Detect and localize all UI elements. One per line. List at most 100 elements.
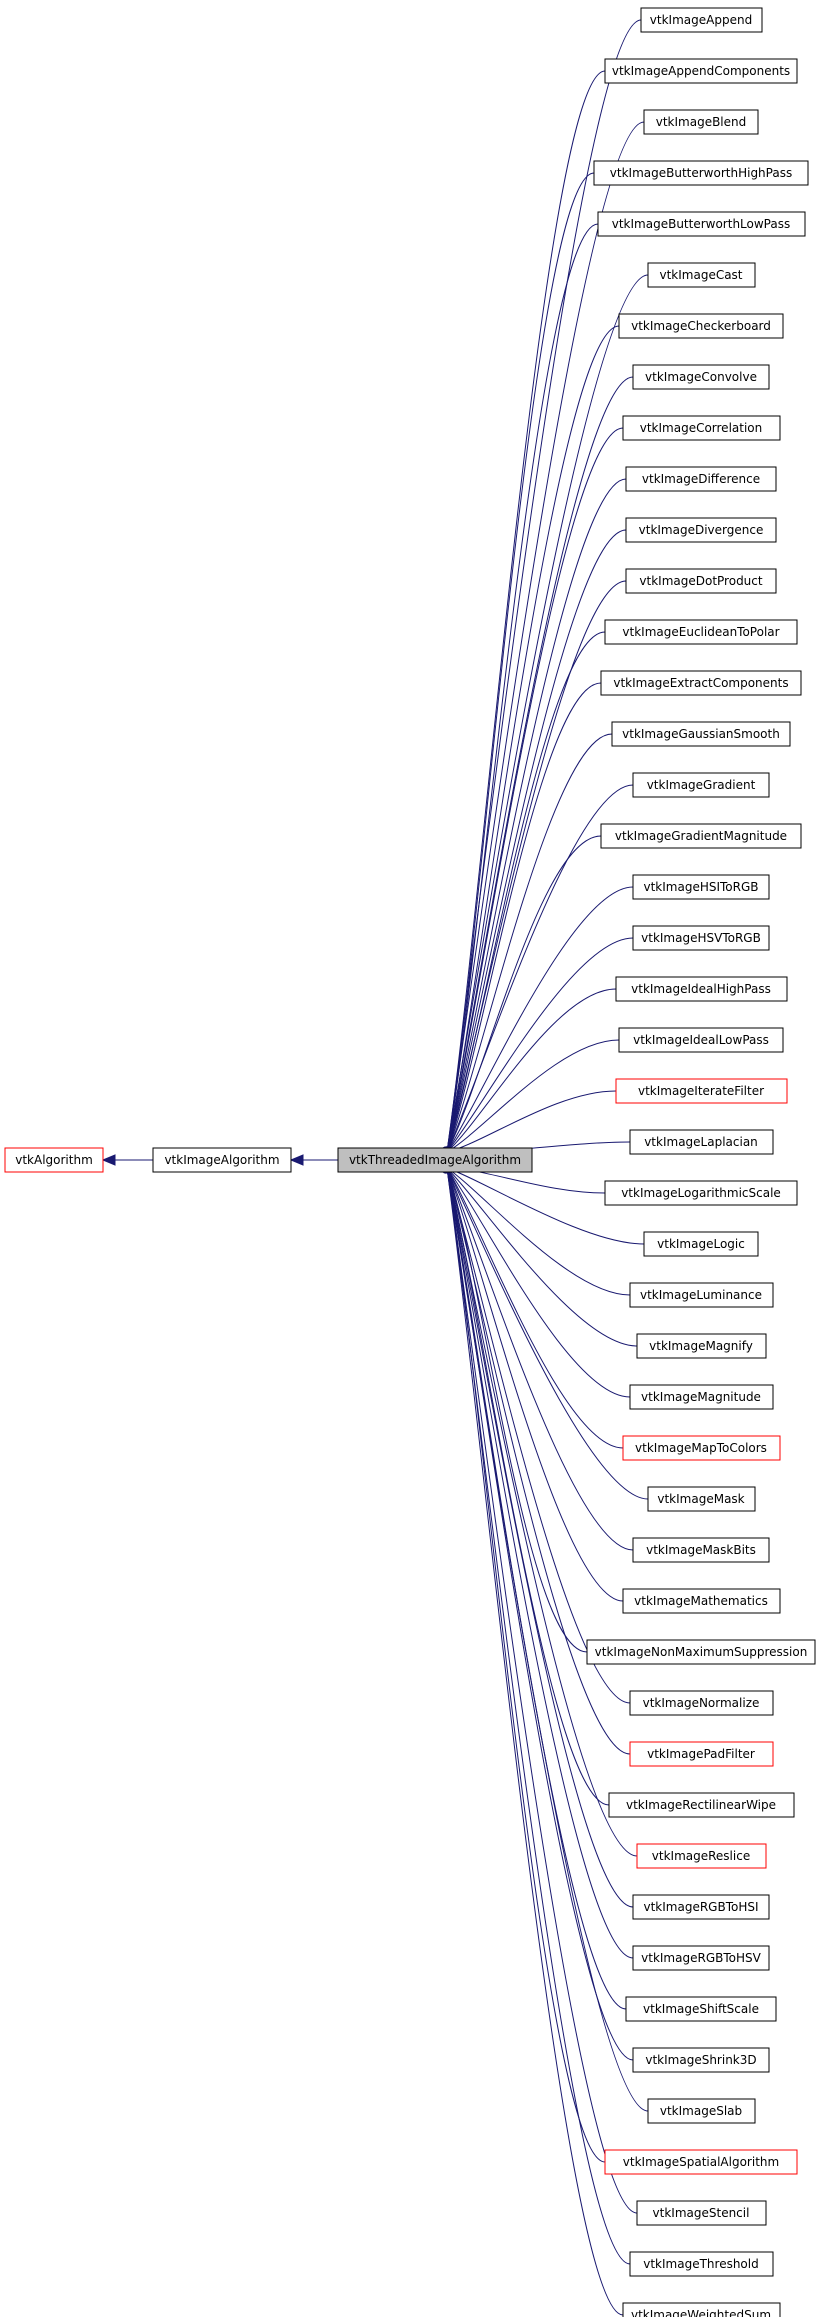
node-label: vtkImageDifference — [642, 472, 760, 486]
inheritance-edge — [437, 1161, 631, 1296]
node-vtkalgorithm[interactable]: vtkAlgorithm — [4, 1147, 104, 1173]
node-vtkimagereslice[interactable]: vtkImageReslice — [636, 1843, 767, 1869]
node-vtkimagegradientmagnitude[interactable]: vtkImageGradientMagnitude — [600, 823, 802, 849]
node-vtkimageappendcomponents[interactable]: vtkImageAppendComponents — [604, 58, 798, 84]
node-label: vtkImageShrink3D — [645, 2053, 756, 2067]
node-vtkimagergbtohsi[interactable]: vtkImageRGBToHSI — [632, 1894, 770, 1920]
node-vtkimagelogic[interactable]: vtkImageLogic — [643, 1231, 759, 1257]
node-label: vtkImageCorrelation — [640, 421, 763, 435]
node-vtkimageidealhighpass[interactable]: vtkImageIdealHighPass — [615, 976, 788, 1002]
inheritance-edge — [441, 172, 595, 1164]
node-label: vtkImageNonMaximumSuppression — [595, 1645, 808, 1659]
node-label: vtkImageMagnify — [649, 1339, 753, 1353]
node-vtkimagedivergence[interactable]: vtkImageDivergence — [625, 517, 777, 543]
node-label: vtkImageDivergence — [639, 523, 764, 537]
node-label: vtkImageRGBToHSI — [643, 1900, 758, 1914]
node-vtkimagehsvtorgb[interactable]: vtkImageHSVToRGB — [632, 925, 770, 951]
node-label: vtkImageHSVToRGB — [641, 931, 761, 945]
node-label: vtkImageReslice — [652, 1849, 750, 1863]
inheritance-edge — [441, 1156, 638, 1857]
node-label: vtkImageAppend — [650, 13, 752, 27]
node-vtkimagemask[interactable]: vtkImageMask — [647, 1486, 756, 1512]
node-label: vtkImageSlab — [660, 2104, 742, 2118]
node-vtkimageblend[interactable]: vtkImageBlend — [643, 109, 759, 135]
node-vtkimageluminance[interactable]: vtkImageLuminance — [629, 1282, 774, 1308]
node-vtkimagedifference[interactable]: vtkImageDifference — [625, 466, 777, 492]
node-vtkimagestencil[interactable]: vtkImageStencil — [636, 2200, 767, 2226]
node-label: vtkAlgorithm — [15, 1153, 93, 1167]
inheritance-edge — [442, 1157, 610, 1806]
node-label: vtkImageAppendComponents — [612, 64, 790, 78]
node-label: vtkImageMathematics — [634, 1594, 768, 1608]
node-label: vtkImageLogic — [657, 1237, 745, 1251]
node-vtkimageideallowpass[interactable]: vtkImageIdealLowPass — [618, 1027, 784, 1053]
node-vtkimagegradient[interactable]: vtkImageGradient — [632, 772, 770, 798]
node-vtkimageshrink3d[interactable]: vtkImageShrink3D — [632, 2047, 770, 2073]
node-vtkimagerectilinearwipe[interactable]: vtkImageRectilinearWipe — [608, 1792, 795, 1818]
node-label: vtkImageLaplacian — [644, 1135, 758, 1149]
node-vtkimageappend[interactable]: vtkImageAppend — [640, 7, 763, 33]
node-label: vtkImageMaskBits — [646, 1543, 756, 1557]
node-vtkimagebutterworthlowpass[interactable]: vtkImageButterworthLowPass — [597, 211, 806, 237]
edge-threaded-to-imagealgorithm — [289, 1154, 338, 1166]
node-label: vtkImageCheckerboard — [631, 319, 771, 333]
node-vtkimagelogarithmicscale[interactable]: vtkImageLogarithmicScale — [604, 1180, 798, 1206]
node-vtkimageiteratefilter[interactable]: vtkImageIterateFilter — [615, 1078, 788, 1104]
inheritance-edge — [442, 1157, 624, 1602]
node-label: vtkImageButterworthHighPass — [610, 166, 792, 180]
node-label: vtkImageEuclideanToPolar — [622, 625, 779, 639]
node-vtkimagemaptocolors[interactable]: vtkImageMapToColors — [622, 1435, 781, 1461]
node-label: vtkImageShiftScale — [643, 2002, 759, 2016]
node-vtkimagemathematics[interactable]: vtkImageMathematics — [622, 1588, 781, 1614]
node-vtkimagemagnitude[interactable]: vtkImageMagnitude — [629, 1384, 774, 1410]
node-vtkimagegaussiansmooth[interactable]: vtkImageGaussianSmooth — [611, 721, 791, 747]
node-vtkimagecheckerboard[interactable]: vtkImageCheckerboard — [618, 313, 784, 339]
node-vtkimageextractcomponents[interactable]: vtkImageExtractComponents — [600, 670, 802, 696]
node-label: vtkImageMask — [657, 1492, 744, 1506]
node-label: vtkImageIdealLowPass — [633, 1033, 769, 1047]
node-vtkimagemagnify[interactable]: vtkImageMagnify — [636, 1333, 767, 1359]
node-label: vtkImageIdealHighPass — [631, 982, 771, 996]
node-label: vtkImageAlgorithm — [164, 1153, 279, 1167]
node-vtkimageconvolve[interactable]: vtkImageConvolve — [632, 364, 770, 390]
node-vtkimageslab[interactable]: vtkImageSlab — [647, 2098, 756, 2124]
node-vtkimagepadfilter[interactable]: vtkImagePadFilter — [629, 1741, 774, 1767]
node-vtkimagehsitorgb[interactable]: vtkImageHSIToRGB — [632, 874, 770, 900]
inheritance-edge — [442, 580, 627, 1163]
node-label: vtkImageNormalize — [643, 1696, 760, 1710]
inheritance-edge — [442, 1157, 631, 1755]
node-vtkimagethreshold[interactable]: vtkImageThreshold — [629, 2251, 774, 2277]
node-vtkimagelaplacian[interactable]: vtkImageLaplacian — [629, 1129, 774, 1155]
node-vtkimagecast[interactable]: vtkImageCast — [647, 262, 756, 288]
node-label: vtkImageGaussianSmooth — [622, 727, 780, 741]
node-label: vtkImageGradient — [647, 778, 756, 792]
node-label: vtkImageGradientMagnitude — [615, 829, 787, 843]
node-label: vtkImagePadFilter — [647, 1747, 755, 1761]
node-vtkimagespatialalgorithm[interactable]: vtkImageSpatialAlgorithm — [604, 2149, 798, 2175]
node-label: vtkImageHSIToRGB — [643, 880, 758, 894]
node-vtkimagealgorithm[interactable]: vtkImageAlgorithm — [152, 1147, 292, 1173]
node-vtkimagebutterworthhighpass[interactable]: vtkImageButterworthHighPass — [593, 160, 809, 186]
node-label: vtkImageWeightedSum — [631, 2308, 771, 2317]
node-label: vtkImageMagnitude — [641, 1390, 761, 1404]
node-label: vtkImageBlend — [656, 115, 747, 129]
node-vtkimagenormalize[interactable]: vtkImageNormalize — [629, 1690, 774, 1716]
node-label: vtkThreadedImageAlgorithm — [349, 1153, 521, 1167]
node-vtkimagecorrelation[interactable]: vtkImageCorrelation — [622, 415, 781, 441]
node-vtkimageweightedsum[interactable]: vtkImageWeightedSum — [622, 2302, 781, 2317]
node-label: vtkImageIterateFilter — [638, 1084, 764, 1098]
node-vtkthreadedimagealgorithm: vtkThreadedImageAlgorithm — [337, 1147, 533, 1173]
node-vtkimageshiftscale[interactable]: vtkImageShiftScale — [625, 1996, 777, 2022]
subclass-node-layer: vtkImageAppend vtkImageAppendComponents vt… — [586, 7, 816, 2317]
node-label: vtkImageButterworthLowPass — [612, 217, 791, 231]
node-vtkimagenonmaximumsuppression[interactable]: vtkImageNonMaximumSuppression — [586, 1639, 816, 1665]
node-vtkimagemaskbits[interactable]: vtkImageMaskBits — [632, 1537, 770, 1563]
node-label: vtkImageLuminance — [640, 1288, 762, 1302]
node-vtkimagedotproduct[interactable]: vtkImageDotProduct — [625, 568, 777, 594]
inheritance-edge — [441, 1156, 634, 1908]
node-label: vtkImageLogarithmicScale — [621, 1186, 781, 1200]
node-label: vtkImageRectilinearWipe — [626, 1798, 776, 1812]
node-vtkimagergbtohsv[interactable]: vtkImageRGBToHSV — [632, 1945, 770, 1971]
node-vtkimageeuclideantopolar[interactable]: vtkImageEuclideanToPolar — [604, 619, 798, 645]
